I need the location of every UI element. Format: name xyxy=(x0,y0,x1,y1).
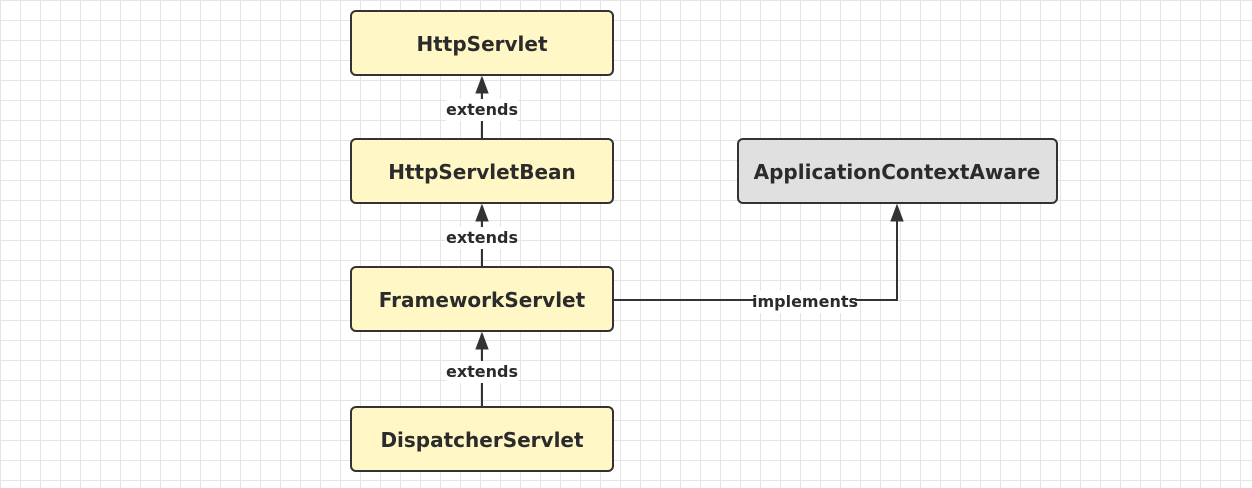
class-node-frameworkservlet[interactable]: FrameworkServlet xyxy=(350,266,614,332)
interface-node-label: ApplicationContextAware xyxy=(754,160,1041,184)
class-node-label: HttpServlet xyxy=(416,32,547,56)
arrowhead-icon xyxy=(475,75,489,94)
edge-label-extends-2: extends xyxy=(446,228,518,247)
edge-label-extends-1: extends xyxy=(446,100,518,119)
edge-frameworkservlet-extends-httpservletbean: extends xyxy=(446,203,518,267)
class-node-label: DispatcherServlet xyxy=(380,428,584,452)
edge-label-implements: implements xyxy=(752,292,858,311)
edge-frameworkservlet-implements-applicationcontextaware: implements xyxy=(613,203,904,313)
arrowhead-icon xyxy=(475,203,489,222)
class-node-httpservlet[interactable]: HttpServlet xyxy=(350,10,614,76)
interface-node-applicationcontextaware[interactable]: ApplicationContextAware xyxy=(737,138,1058,204)
edge-dispatcherservlet-extends-frameworkservlet: extends xyxy=(446,331,518,407)
class-node-label: HttpServletBean xyxy=(388,160,576,184)
class-node-httpservletbean[interactable]: HttpServletBean xyxy=(350,138,614,204)
arrowhead-icon xyxy=(890,203,904,222)
class-node-label: FrameworkServlet xyxy=(379,288,586,312)
edge-httpservletbean-extends-httpservlet: extends xyxy=(446,75,518,139)
edge-label-extends-3: extends xyxy=(446,362,518,381)
class-node-dispatcherservlet[interactable]: DispatcherServlet xyxy=(350,406,614,472)
arrowhead-icon xyxy=(475,331,489,350)
